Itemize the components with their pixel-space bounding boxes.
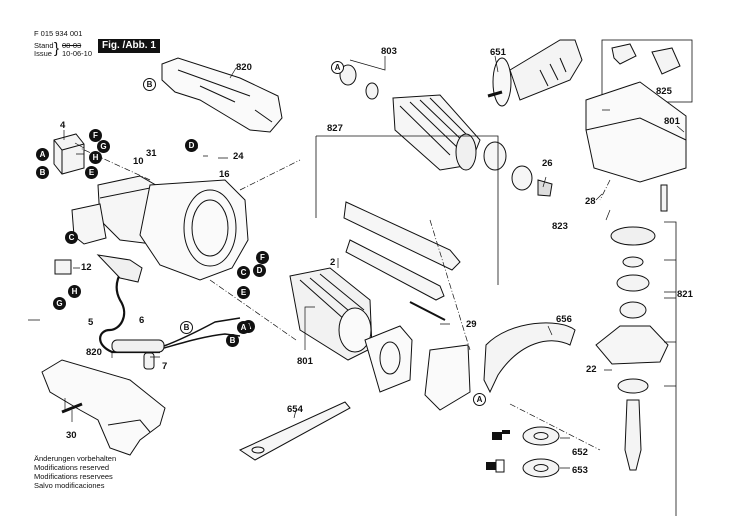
part-spindle — [624, 399, 642, 471]
part-7-clamp — [143, 352, 155, 370]
part-820-top-handle — [161, 57, 283, 133]
modification-notes: Änderungen vorbehalten Modifications res… — [34, 454, 116, 490]
marker-E-stator: E — [237, 286, 250, 299]
marker-B-switch: B — [36, 166, 49, 179]
marker-F-switch: F — [89, 129, 102, 142]
part-652-flange — [522, 426, 560, 446]
part-plug — [96, 254, 143, 283]
label-16: 16 — [219, 169, 230, 180]
part-823-gear-housing — [585, 81, 687, 183]
part-656-guard — [483, 322, 576, 394]
part-803-bearing — [365, 82, 379, 100]
label-2: 2 — [330, 257, 336, 268]
part-803-cap — [339, 64, 357, 86]
part-26-pinion — [537, 179, 553, 197]
marker-C-stator: C — [237, 266, 250, 279]
part-12-capacitor — [54, 259, 72, 275]
part-651-side-handle — [509, 39, 583, 101]
marker-E-switch: E — [85, 166, 98, 179]
part-5-cable — [99, 264, 160, 354]
flange-mounted-icon — [492, 430, 510, 440]
marker-D-stator: D — [253, 264, 266, 277]
label-22: 22 — [586, 364, 597, 375]
note-en: Modifications reserved — [34, 463, 110, 472]
marker-A-brush-holder: A — [473, 393, 486, 406]
doc-number: F 015 934 001 — [34, 29, 83, 38]
label-656: 656 — [556, 314, 572, 325]
note-de: Änderungen vorbehalten — [34, 454, 117, 463]
brace: } — [54, 40, 60, 57]
clamping-nut-icon — [486, 459, 505, 473]
label-651: 651 — [490, 47, 506, 58]
label-803: 803 — [381, 46, 397, 57]
label-10: 10 — [133, 156, 144, 167]
label-801-right: 801 — [664, 116, 680, 127]
marker-B-handle: B — [143, 78, 156, 91]
marker-A-switch: A — [36, 148, 49, 161]
figure-title: Fig. /Abb. 1 — [98, 39, 160, 53]
label-821: 821 — [677, 289, 693, 300]
marker-G-capacitor: G — [53, 297, 66, 310]
issue-value: 10-06-10 — [62, 49, 93, 58]
label-6: 6 — [139, 315, 145, 326]
issue-label: Issue — [34, 49, 52, 58]
label-29: 29 — [466, 319, 477, 330]
note-fr: Modifications reservees — [34, 472, 113, 481]
marker-F-stator: F — [256, 251, 269, 264]
label-820-bottom: 820 — [86, 347, 102, 358]
label-28: 28 — [585, 196, 596, 207]
label-654: 654 — [287, 404, 303, 415]
marker-C-block: C — [65, 231, 78, 244]
label-7: 7 — [162, 361, 168, 372]
note-es: Salvo modificaciones — [34, 481, 105, 490]
label-653: 653 — [572, 465, 588, 476]
label-652: 652 — [572, 447, 588, 458]
stand-label: Stand — [34, 41, 54, 50]
label-825: 825 — [656, 86, 672, 97]
label-31: 31 — [146, 148, 157, 159]
marker-A-armature: A — [331, 61, 344, 74]
label-4: 4 — [60, 120, 66, 131]
label-801-bottom: 801 — [297, 356, 313, 367]
label-827: 827 — [327, 123, 343, 134]
label-820-top: 820 — [236, 62, 252, 73]
label-5: 5 — [88, 317, 94, 328]
label-26: 26 — [542, 158, 553, 169]
label-30: 30 — [66, 430, 77, 441]
part-bevel-gear — [610, 226, 656, 246]
label-12: 12 — [81, 262, 92, 273]
part-bearing-flange — [595, 325, 669, 365]
marker-D-bracket: D — [185, 139, 198, 152]
marker-B-cable: B — [226, 334, 239, 347]
marker-H-capacitor: H — [68, 285, 81, 298]
part-brush-holder — [424, 344, 471, 411]
part-654-spanner — [238, 401, 351, 461]
part-653-clamping-nut — [522, 458, 560, 478]
part-827-plate — [343, 201, 461, 271]
part-801-housing — [139, 179, 249, 281]
marker-A-stator: A — [237, 321, 250, 334]
part-6-cable-sleeve — [111, 339, 165, 353]
stand-value: 08-03 — [62, 41, 82, 50]
marker-B-sleeve: B — [180, 321, 193, 334]
label-24: 24 — [233, 151, 244, 162]
part-820-bottom-handle — [41, 359, 166, 456]
marker-H-switch: H — [89, 151, 102, 164]
part-651-flange — [492, 57, 512, 107]
label-823: 823 — [552, 221, 568, 232]
marker-G-switch: G — [97, 140, 110, 153]
